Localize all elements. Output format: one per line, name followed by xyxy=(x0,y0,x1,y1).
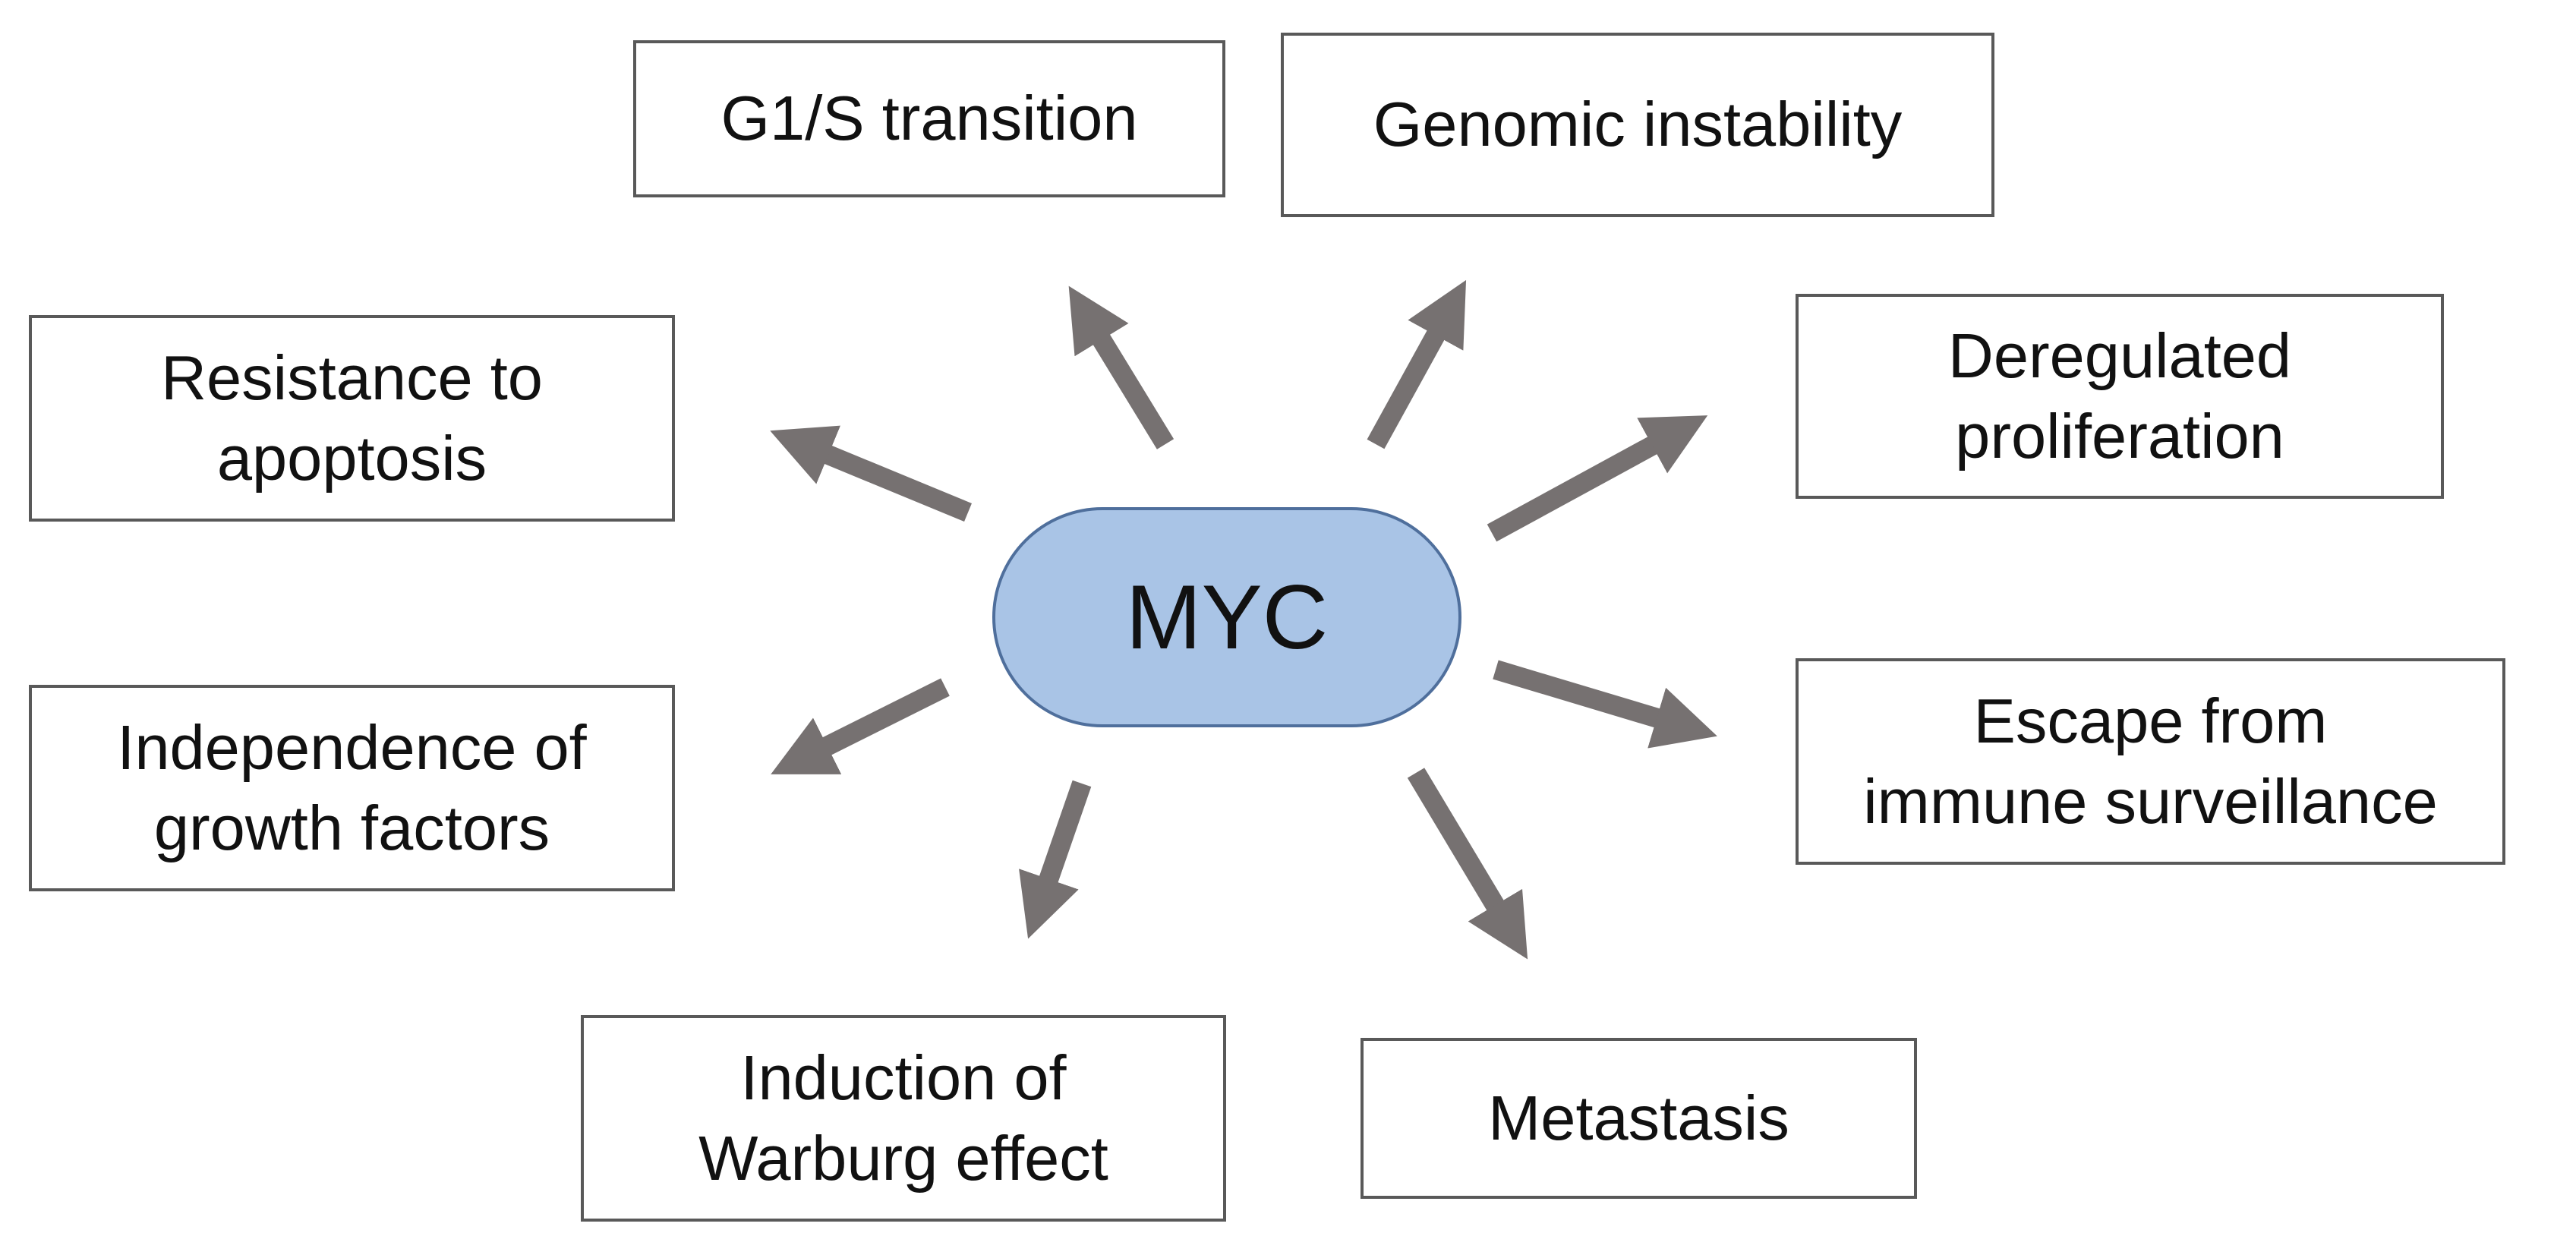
independence-of-growth-factors-box: Independence of growth factors xyxy=(29,685,675,891)
metastasis-box: Metastasis xyxy=(1361,1038,1917,1199)
arrow-to-escape-from-immune-surveillance xyxy=(1493,660,1717,749)
metastasis-label: Metastasis xyxy=(1488,1082,1789,1153)
arrow-to-genomic-instability xyxy=(1367,279,1467,449)
arrow-to-warburg-effect xyxy=(1019,780,1092,939)
arrow-to-metastasis xyxy=(1407,768,1528,960)
g1s-transition-box: G1/S transition xyxy=(633,40,1225,197)
resistance-to-apoptosis-label: Resistance to apoptosis xyxy=(161,342,543,493)
escape-from-immune-surveillance-box: Escape from immune surveillance xyxy=(1796,658,2505,865)
deregulated-proliferation-label: Deregulated proliferation xyxy=(1947,320,2292,471)
arrow-to-independence-of-growth-factors xyxy=(771,678,950,774)
warburg-effect-box: Induction of Warburg effect xyxy=(581,1015,1226,1222)
genomic-instability-box: Genomic instability xyxy=(1281,33,1994,217)
myc-label: MYC xyxy=(1125,566,1329,668)
myc-node: MYC xyxy=(992,507,1461,727)
independence-of-growth-factors-label: Independence of growth factors xyxy=(117,711,587,863)
g1s-transition-label: G1/S transition xyxy=(720,83,1138,154)
deregulated-proliferation-box: Deregulated proliferation xyxy=(1796,294,2444,499)
arrow-to-g1s-transition xyxy=(1068,285,1174,449)
arrow-to-deregulated-proliferation xyxy=(1487,415,1708,542)
genomic-instability-label: Genomic instability xyxy=(1373,89,1903,160)
escape-from-immune-surveillance-label: Escape from immune surveillance xyxy=(1863,685,2438,837)
warburg-effect-label: Induction of Warburg effect xyxy=(698,1042,1108,1194)
arrow-to-resistance-to-apoptosis xyxy=(770,425,972,522)
resistance-to-apoptosis-box: Resistance to apoptosis xyxy=(29,315,675,522)
